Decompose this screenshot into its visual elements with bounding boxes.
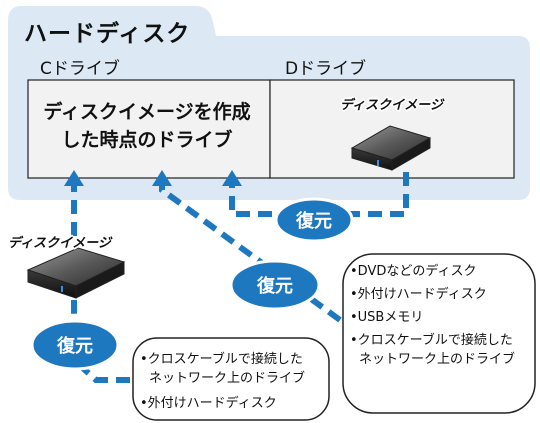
network-box — [132, 337, 330, 421]
restore-label-1: 復元 — [296, 211, 332, 232]
arrowhead-2 — [152, 170, 172, 186]
media-item-cross-cable-cont: ネットワーク上のドライブ — [359, 352, 516, 367]
media-box — [342, 253, 536, 414]
d-drive-hdd-icon — [350, 125, 432, 171]
media-item-dvd: •DVDなどのディスク — [350, 264, 477, 279]
hard-disk-title: ハードディスク — [24, 21, 191, 47]
c-drive-text-line1: ディスクイメージを作成 — [43, 101, 251, 123]
restore-label-3: 復元 — [57, 336, 93, 357]
d-drive-image-label: ディスクイメージ — [340, 98, 443, 113]
d-drive-label: Dドライブ — [285, 59, 367, 79]
restore-ellipse-1 — [274, 197, 354, 243]
c-drive-label: Cドライブ — [40, 59, 120, 79]
media-item-cross-cable: •クロスケーブルで接続した — [350, 333, 513, 348]
external-hdd-icon — [26, 247, 126, 299]
network-item-cross-cable-cont: ネットワーク上のドライブ — [149, 371, 306, 386]
c-drive-description: ディスクイメージを作成 した時点のドライブ — [30, 98, 264, 154]
arrow-d-to-c — [229, 172, 409, 217]
media-item-usb: •USBメモリ — [350, 310, 424, 325]
arrowhead-3 — [222, 170, 242, 186]
network-item-cross-cable: •クロスケーブルで接続した — [140, 352, 303, 367]
external-image-label: ディスクイメージ — [8, 236, 111, 251]
restore-label-2: 復元 — [257, 276, 293, 297]
restore-ellipse-2 — [229, 259, 321, 311]
c-drive-text-line2: した時点のドライブ — [61, 129, 233, 151]
network-item-external-hdd: •外付けハードディスク — [140, 396, 277, 411]
media-list: •DVDなどのディスク •外付けハードディスク •USBメモリ •クロスケーブル… — [350, 262, 515, 369]
media-item-external-hdd: •外付けハードディスク — [350, 287, 487, 302]
network-list: •クロスケーブルで接続した ネットワーク上のドライブ •外付けハードディスク — [140, 350, 305, 413]
arrowhead-1 — [64, 170, 84, 186]
restore-ellipse-3 — [30, 319, 120, 371]
